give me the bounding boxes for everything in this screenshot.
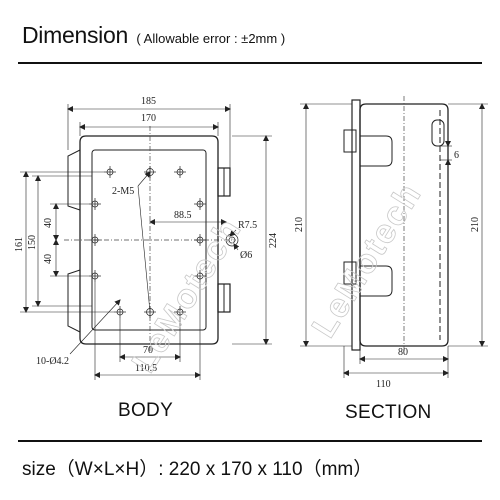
dim-width-185: 185 (141, 96, 156, 107)
watermark-section: LeMotech (305, 176, 430, 344)
allowable-error-note: ( Allowable error : ±2mm ) (136, 31, 286, 46)
latch-top (360, 135, 393, 167)
left-flange-top (67, 149, 81, 211)
latch-bottom (360, 265, 393, 297)
mounting-hole (194, 234, 206, 246)
dim-section-height-left: 210 (294, 217, 305, 232)
left-flange-bottom (67, 269, 81, 333)
dim-offset-88-5: 88.5 (174, 210, 192, 221)
dim-depth-80: 80 (398, 347, 408, 358)
body-dimension-lines (20, 104, 272, 380)
dim-width-170: 170 (141, 113, 156, 124)
body-centerlines (64, 126, 236, 352)
mounting-hole (89, 270, 101, 282)
dim-section-height-right: 210 (470, 217, 481, 232)
dim-height-150: 150 (27, 235, 38, 250)
dim-height-224: 224 (268, 233, 279, 248)
section-drawing (343, 99, 449, 351)
latch-bottom-bracket (343, 261, 357, 285)
bottom-divider (18, 440, 482, 442)
dim-thickness-6: 6 (454, 150, 459, 161)
dim-bottom-70: 70 (143, 345, 153, 356)
watermark-body: LeMotech (125, 211, 250, 379)
mounting-hole (194, 270, 206, 282)
dim-depth-110: 110 (376, 379, 391, 390)
mounting-hole (194, 198, 206, 210)
dim-hole-2-m5: 2-M5 (112, 186, 134, 197)
dimension-title: Dimension (22, 22, 128, 48)
mounting-hole (174, 166, 186, 178)
mounting-hole (89, 198, 101, 210)
mounting-hole (114, 306, 126, 318)
section-dimension-lines (300, 103, 488, 378)
section-knob (431, 119, 445, 147)
dim-radius-r7-5: R7.5 (238, 220, 257, 231)
dimension-header: Dimension ( Allowable error : ±2mm ) (22, 22, 285, 49)
mounting-hole (174, 306, 186, 318)
top-divider (18, 62, 482, 64)
dim-height-161: 161 (14, 237, 25, 252)
dim-spacing-40-upper: 40 (43, 218, 54, 228)
mounting-hole (104, 166, 116, 178)
body-mounting-holes (89, 166, 239, 318)
section-caption: SECTION (345, 402, 432, 423)
body-caption: BODY (118, 400, 174, 421)
dim-spacing-40-lower: 40 (43, 254, 54, 264)
body-outline (79, 135, 219, 345)
dim-bottom-110-5: 110.5 (135, 363, 157, 374)
mounting-hole (89, 234, 101, 246)
latch-top-bracket (343, 129, 357, 153)
size-line: size（W×L×H）: 220 x 170 x 110（mm） (22, 459, 373, 480)
section-body (359, 103, 449, 347)
dim-diameter-6: Ø6 (240, 250, 252, 261)
dim-bottom-holes: 10-Ø4.2 (36, 356, 69, 367)
